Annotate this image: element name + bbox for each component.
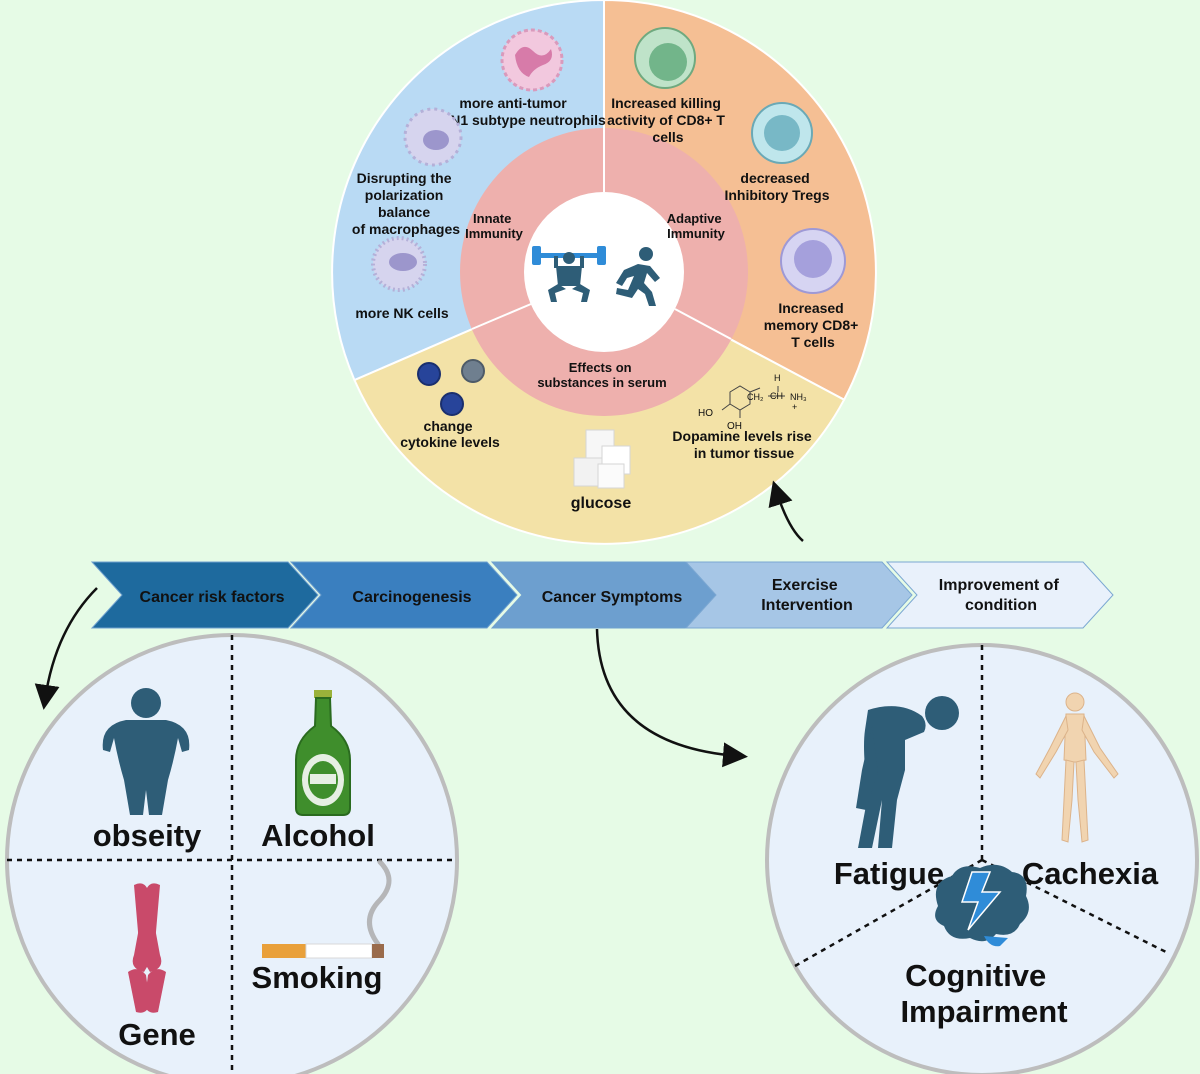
symptoms-arrow (595, 628, 748, 768)
step-carcinogenesis (289, 561, 518, 629)
inner-ring-divider (674, 308, 732, 340)
macrophage-icon (403, 107, 463, 167)
process-flow: Cancer risk factors Carcinogenesis Cance… (90, 561, 1114, 629)
sugar-cube-icon (573, 429, 631, 489)
cd8-t-cell-icon (634, 27, 696, 89)
risk-factors-circle: obseity Alcohol Gene Smoking (5, 633, 459, 1074)
cachexia-skeleton-icon (1035, 692, 1119, 843)
wheel-center (524, 192, 684, 352)
obesity-icon (102, 688, 190, 815)
weightlifter-icon (532, 246, 606, 302)
step-carcinogenesis-label: Carcinogenesis (352, 589, 471, 606)
step-cancer-symptoms-label: Cancer Symptoms (542, 589, 683, 606)
step-improvement (885, 561, 1114, 629)
smoking-label: Smoking (252, 960, 383, 995)
obesity-label: obseity (93, 818, 202, 853)
cigarette-icon (262, 859, 392, 959)
dopamine-label: Dopamine levels rise in tumor tissue (672, 428, 815, 461)
cachexia-label: Cachexia (1022, 856, 1159, 891)
memory-cd8-label: Increased memory CD8+ T cells (764, 300, 862, 350)
nk-cell-icon (371, 236, 427, 292)
nk-cell-label: more NK cells (355, 305, 449, 321)
cytokine-icon (417, 359, 485, 416)
innate-immunity-label: Innate Immunity (465, 211, 524, 241)
step-improvement-label: Improvement of condition (939, 577, 1063, 614)
dopamine-ch: CH (770, 391, 783, 401)
treg-label: decreased Inhibitory Tregs (724, 170, 829, 203)
fatigue-icon (856, 696, 959, 848)
step-cancer-risk-factors (90, 561, 319, 629)
neutrophil-label: more anti-tumor N1 subtype neutrophils (450, 95, 606, 128)
neutrophil-icon (500, 28, 564, 92)
dopamine-ch2: CH₂ (747, 392, 764, 402)
fatigue-label: Fatigue (834, 856, 944, 891)
step-exercise-intervention (684, 561, 913, 629)
risk-factors-arrow (34, 587, 98, 710)
macrophage-label: Disrupting the polarization balance of m… (352, 170, 460, 237)
cytokine-label: change cytokine levels (400, 418, 500, 450)
step-cancer-risk-factors-label: Cancer risk factors (140, 589, 285, 606)
chromosome-icon (128, 883, 166, 1013)
gene-label: Gene (118, 1017, 196, 1052)
dopamine-plus: + (792, 402, 797, 412)
dopamine-nh3: NH₃ (790, 392, 807, 402)
beer-bottle-icon (295, 690, 351, 816)
alcohol-label: Alcohol (261, 818, 375, 853)
memory-t-cell-icon (780, 228, 846, 294)
serum-effects-label: Effects on substances in serum (537, 360, 666, 390)
immunity-wheel: Innate Immunity Adaptive Immunity Effect… (331, 0, 877, 545)
cognitive-impairment-label: Cognitive Impairment (900, 958, 1067, 1029)
dopamine-structure-icon (721, 385, 785, 418)
cd8-killing-label: Increased killing activity of CD8+ T cel… (607, 95, 729, 145)
adaptive-immunity-label: Adaptive Immunity (667, 211, 726, 241)
treg-cell-icon (751, 102, 813, 164)
dopamine-oh: OH (727, 421, 742, 432)
dopamine-ho: HO (698, 408, 713, 419)
brain-icon (935, 864, 1029, 947)
exercise-to-wheel-arrow (768, 480, 804, 542)
symptoms-circle: Fatigue Cachexia Cognitive Impairment (765, 643, 1199, 1074)
glucose-label: glucose (571, 495, 632, 512)
step-exercise-intervention-label: Exercise Intervention (761, 577, 853, 614)
inner-ring-divider (471, 303, 532, 330)
runner-icon (616, 247, 660, 306)
dopamine-h: H (774, 373, 781, 383)
